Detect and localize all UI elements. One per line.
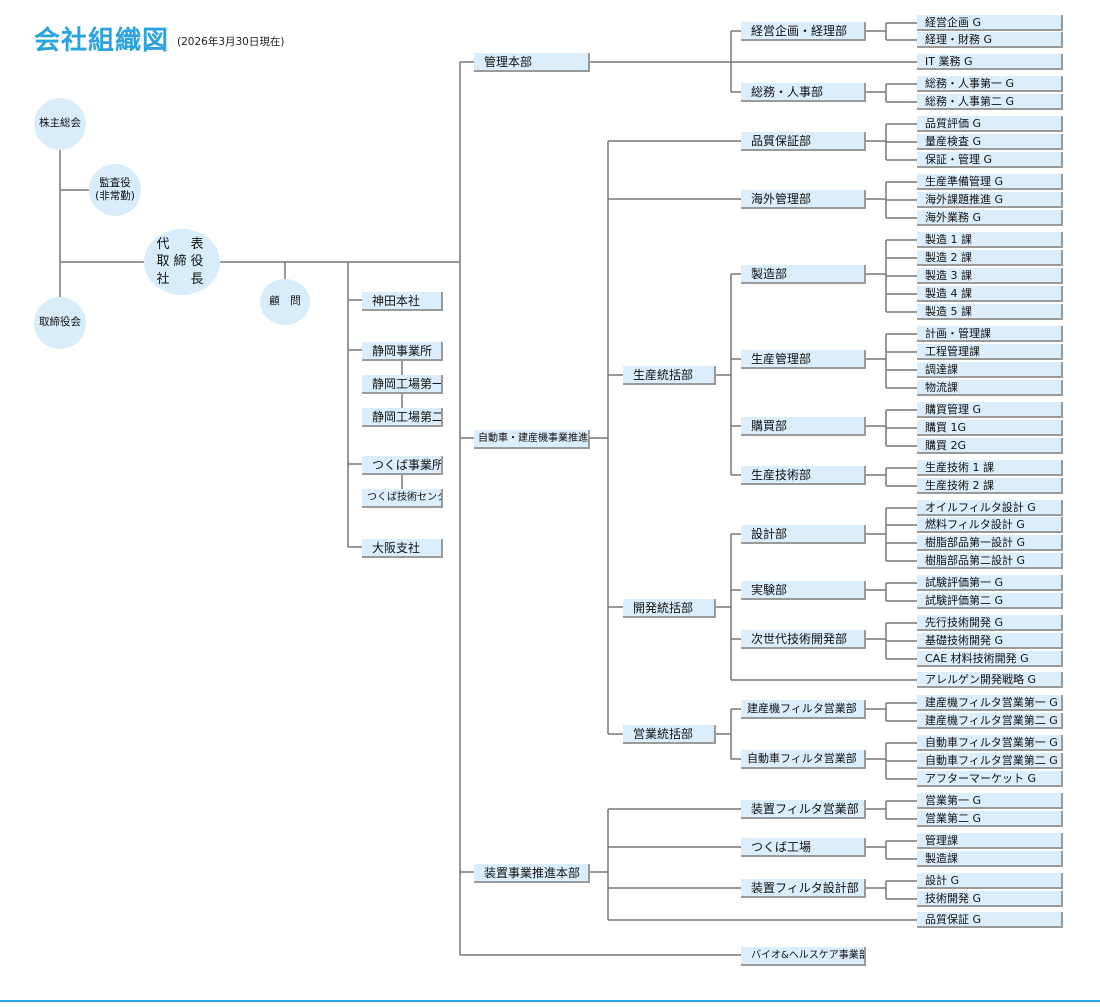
dept-testing: 実験部 [741,581,866,600]
group-allergen-strategy: アレルゲン開発戦略 G [917,672,1063,688]
hq-equipment: 装置事業推進本部 [474,864,590,883]
section-mfg-4: 製造 4 課 [917,286,1063,302]
group-oil-filter-design: オイルフィルタ設計 G [917,500,1063,516]
group-planning: 経営企画 G [917,15,1063,31]
group-ga-hr-2: 総務・人事第二 G [917,94,1063,110]
group-it: IT 業務 G [917,54,1063,70]
board-of-directors: 取締役会 [34,297,86,349]
group-qa-mgmt: 保証・管理 G [917,152,1063,168]
group-qa-eval: 品質評価 G [917,116,1063,132]
group-overseas-business: 海外業務 G [917,210,1063,226]
branch-osaka: 大阪支社 [362,539,443,558]
division-development: 開発統括部 [623,599,716,618]
section-plan-mgmt: 計画・管理課 [917,326,1063,342]
dept-auto-filter-sales: 自動車フィルタ営業部 [741,750,866,769]
group-sales-2: 営業第二 G [917,811,1063,827]
group-overseas-issues: 海外課題推進 G [917,192,1063,208]
dept-cm-filter-sales: 建産機フィルタ営業部 [741,700,866,719]
group-resin-parts-2: 樹脂部品第二設計 G [917,553,1063,569]
office-kanda: 神田本社 [362,292,443,311]
group-mass-inspection: 量産検査 G [917,134,1063,150]
office-shizuoka: 静岡事業所 [362,342,443,361]
section-procurement: 調達課 [917,362,1063,378]
group-auto-sales-2: 自動車フィルタ営業第二 G [917,753,1063,769]
dept-overseas-management: 海外管理部 [741,190,866,209]
section-manufacturing: 製造課 [917,851,1063,867]
group-advanced-dev: 先行技術開発 G [917,615,1063,631]
section-mfg-5: 製造 5 課 [917,304,1063,320]
group-sales-1: 営業第一 G [917,793,1063,809]
section-logistics: 物流課 [917,380,1063,396]
dept-general-affairs-hr: 総務・人事部 [741,83,866,102]
group-design: 設計 G [917,873,1063,889]
division-sales: 営業統括部 [623,725,716,744]
group-basic-dev: 基礎技術開発 G [917,633,1063,649]
section-mfg-3: 製造 3 課 [917,268,1063,284]
bio-healthcare-division: バイオ&ヘルスケア事業部 [741,947,866,966]
dept-manufacturing: 製造部 [741,265,866,284]
group-cae-materials: CAE 材料技術開発 G [917,651,1063,667]
section-mfg-1: 製造 1 課 [917,232,1063,248]
plant-shizuoka-2: 静岡工場第二 [362,408,443,427]
group-quality-assurance: 品質保証 G [917,912,1063,928]
group-purchasing-1: 購買 1G [917,420,1063,436]
dept-equipment-filter-sales: 装置フィルタ営業部 [741,800,866,819]
group-aftermarket: アフターマーケット G [917,771,1063,787]
hq-management: 管理本部 [474,53,590,72]
group-ga-hr-1: 総務・人事第一 G [917,76,1063,92]
group-test-eval-2: 試験評価第二 G [917,593,1063,609]
footer-divider [0,1000,1100,1002]
dept-equipment-filter-design: 装置フィルタ設計部 [741,879,866,898]
group-resin-parts-1: 樹脂部品第一設計 G [917,535,1063,551]
dept-production-management: 生産管理部 [741,350,866,369]
group-purchasing-2: 購買 2G [917,438,1063,454]
dept-purchasing: 購買部 [741,417,866,436]
group-prep-mgmt: 生産準備管理 G [917,174,1063,190]
group-purchasing-mgmt: 購買管理 G [917,402,1063,418]
section-management: 管理課 [917,833,1063,849]
section-mfg-2: 製造 2 課 [917,250,1063,266]
as-of-date: (2026年3月30日現在) [177,36,285,48]
group-test-eval-1: 試験評価第一 G [917,575,1063,591]
dept-next-gen-tech: 次世代技術開発部 [741,630,866,649]
group-tech-dev: 技術開発 G [917,891,1063,907]
group-fuel-filter-design: 燃料フィルタ設計 G [917,517,1063,533]
tsukuba-tech-center: つくば技術センター [362,489,443,508]
page-title: 会社組織図 [34,26,170,56]
office-tsukuba: つくば事業所 [362,456,443,475]
advisor: 顧 問 [260,279,310,325]
group-cm-sales-1: 建産機フィルタ営業第一 G [917,695,1063,711]
auditor: 監査役 (非常勤) [89,164,141,216]
dept-planning-accounting: 経営企画・経理部 [741,22,866,41]
dept-quality-assurance: 品質保証部 [741,132,866,151]
section-prod-eng-1: 生産技術 1 課 [917,460,1063,476]
plant-shizuoka-1: 静岡工場第一 [362,375,443,394]
group-auto-sales-1: 自動車フィルタ営業第一 G [917,735,1063,751]
section-process-mgmt: 工程管理課 [917,344,1063,360]
dept-tsukuba-plant: つくば工場 [741,838,866,857]
dept-design: 設計部 [741,525,866,544]
division-production: 生産統括部 [623,366,716,385]
representative-director-president: 代 表 取締役 社 長 [144,229,220,295]
shareholders-meeting: 株主総会 [34,98,86,150]
group-finance: 経理・財務 G [917,32,1063,48]
section-prod-eng-2: 生産技術 2 課 [917,478,1063,494]
hq-automotive-construction: 自動車・建産機事業推進本部 [474,430,590,449]
group-cm-sales-2: 建産機フィルタ営業第二 G [917,713,1063,729]
dept-production-engineering: 生産技術部 [741,466,866,485]
